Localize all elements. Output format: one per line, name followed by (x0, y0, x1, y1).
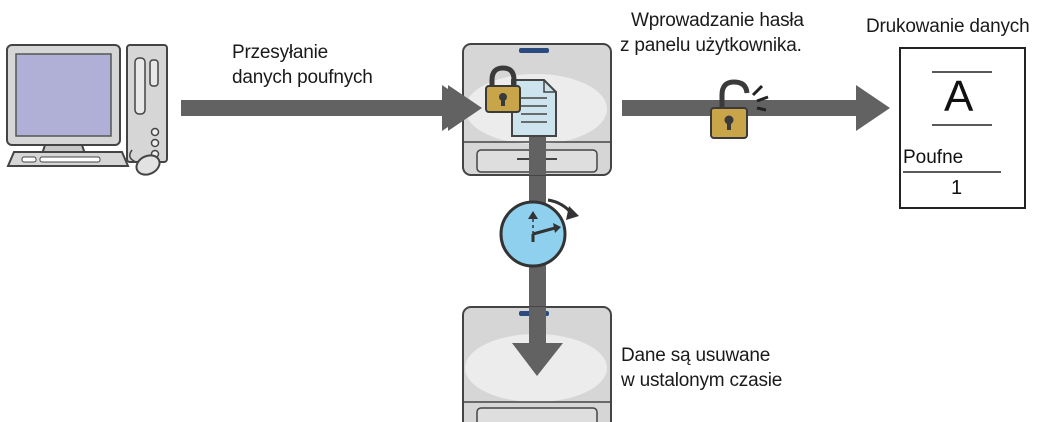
printout-tag: Poufne (903, 147, 964, 168)
arrow-send (181, 85, 476, 131)
open-padlock-icon (710, 79, 769, 139)
label-print-title: Drukowanie danych (866, 16, 1030, 37)
label-password: Wprowadzanie hasła z panelu użytkownika. (620, 8, 804, 58)
arrow-delete-head (512, 307, 563, 376)
printed-page-icon (899, 47, 1026, 209)
computer-icon (6, 44, 168, 176)
printout-letter: A (944, 72, 974, 121)
printout-page-number: 1 (951, 177, 963, 199)
arrow-send-head (448, 85, 482, 131)
label-delete-line1: Dane są usuwane (621, 345, 771, 366)
label-delete-line2: w ustalonym czasie (621, 370, 783, 391)
label-delete: Dane są usuwane w ustalonym czasie (621, 343, 782, 393)
label-password-line2: z panelu użytkownika. (620, 35, 802, 56)
arrow-delete-shaft-top (529, 130, 546, 175)
document-icon (511, 79, 557, 137)
label-send: Przesyłanie danych poufnych (232, 40, 373, 90)
label-password-line1: Wprowadzanie hasła (631, 10, 804, 31)
padlock-icon (485, 65, 521, 113)
clock-icon (499, 198, 579, 268)
label-send-line1: Przesyłanie (232, 42, 329, 63)
label-send-line2: danych poufnych (232, 67, 373, 88)
